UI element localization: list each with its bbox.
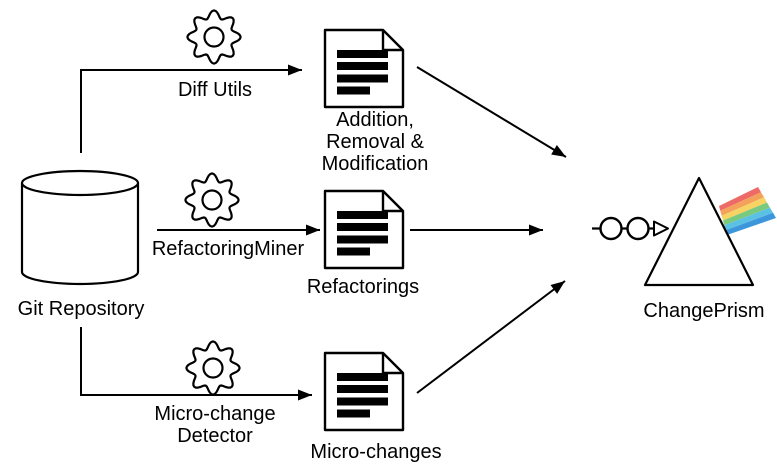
rainbow-stripe xyxy=(721,197,767,221)
arrow-addition-doc-to-prism xyxy=(416,66,567,158)
prism-triangle-icon xyxy=(643,176,755,287)
cylinder-top xyxy=(20,169,140,197)
label-micro-change-detector: Micro-change Detector xyxy=(154,403,276,447)
rainbow-stripe xyxy=(724,207,773,231)
cylinder-body xyxy=(20,183,140,286)
commit-circle xyxy=(626,216,650,241)
gear-icon-micro-change-detector xyxy=(185,340,241,396)
gear-icon-refactoring-miner xyxy=(184,172,240,228)
gear-hole xyxy=(202,357,224,379)
arrow-repo-to-microchanges-doc xyxy=(80,327,312,401)
rainbow-stripe xyxy=(723,202,770,226)
document-icon-micro-changes xyxy=(323,351,405,432)
light-beam-icon xyxy=(592,216,669,241)
gear-hole xyxy=(203,26,225,48)
database-cylinder-icon xyxy=(20,169,140,286)
rainbow-stripe xyxy=(725,212,776,235)
label-refactoring-miner: RefactoringMiner xyxy=(151,238,305,260)
commit-circle xyxy=(599,216,623,241)
document-icon-addition-removal-modification xyxy=(323,28,405,109)
label-refactorings: Refactorings xyxy=(306,276,420,298)
document-icon-refactorings xyxy=(323,189,405,270)
rainbow-spectrum-icon xyxy=(719,187,776,235)
open-arrowhead xyxy=(653,220,669,237)
label-micro-changes: Micro-changes xyxy=(310,441,442,463)
label-change-prism: ChangePrism xyxy=(643,300,765,322)
label-diff-utils: Diff Utils xyxy=(177,79,253,101)
gear-hole xyxy=(201,189,223,211)
label-git-repository: Git Repository xyxy=(17,298,145,320)
rainbow-stripe xyxy=(719,187,761,211)
arrow-repo-to-addition-doc xyxy=(80,64,302,153)
gear-icon-diff-utils xyxy=(186,9,242,65)
rainbow-stripe xyxy=(720,192,764,216)
arrow-microchanges-doc-to-prism xyxy=(416,280,566,394)
label-addition-removal-modification: Addition, Removal & Modification xyxy=(321,109,429,175)
